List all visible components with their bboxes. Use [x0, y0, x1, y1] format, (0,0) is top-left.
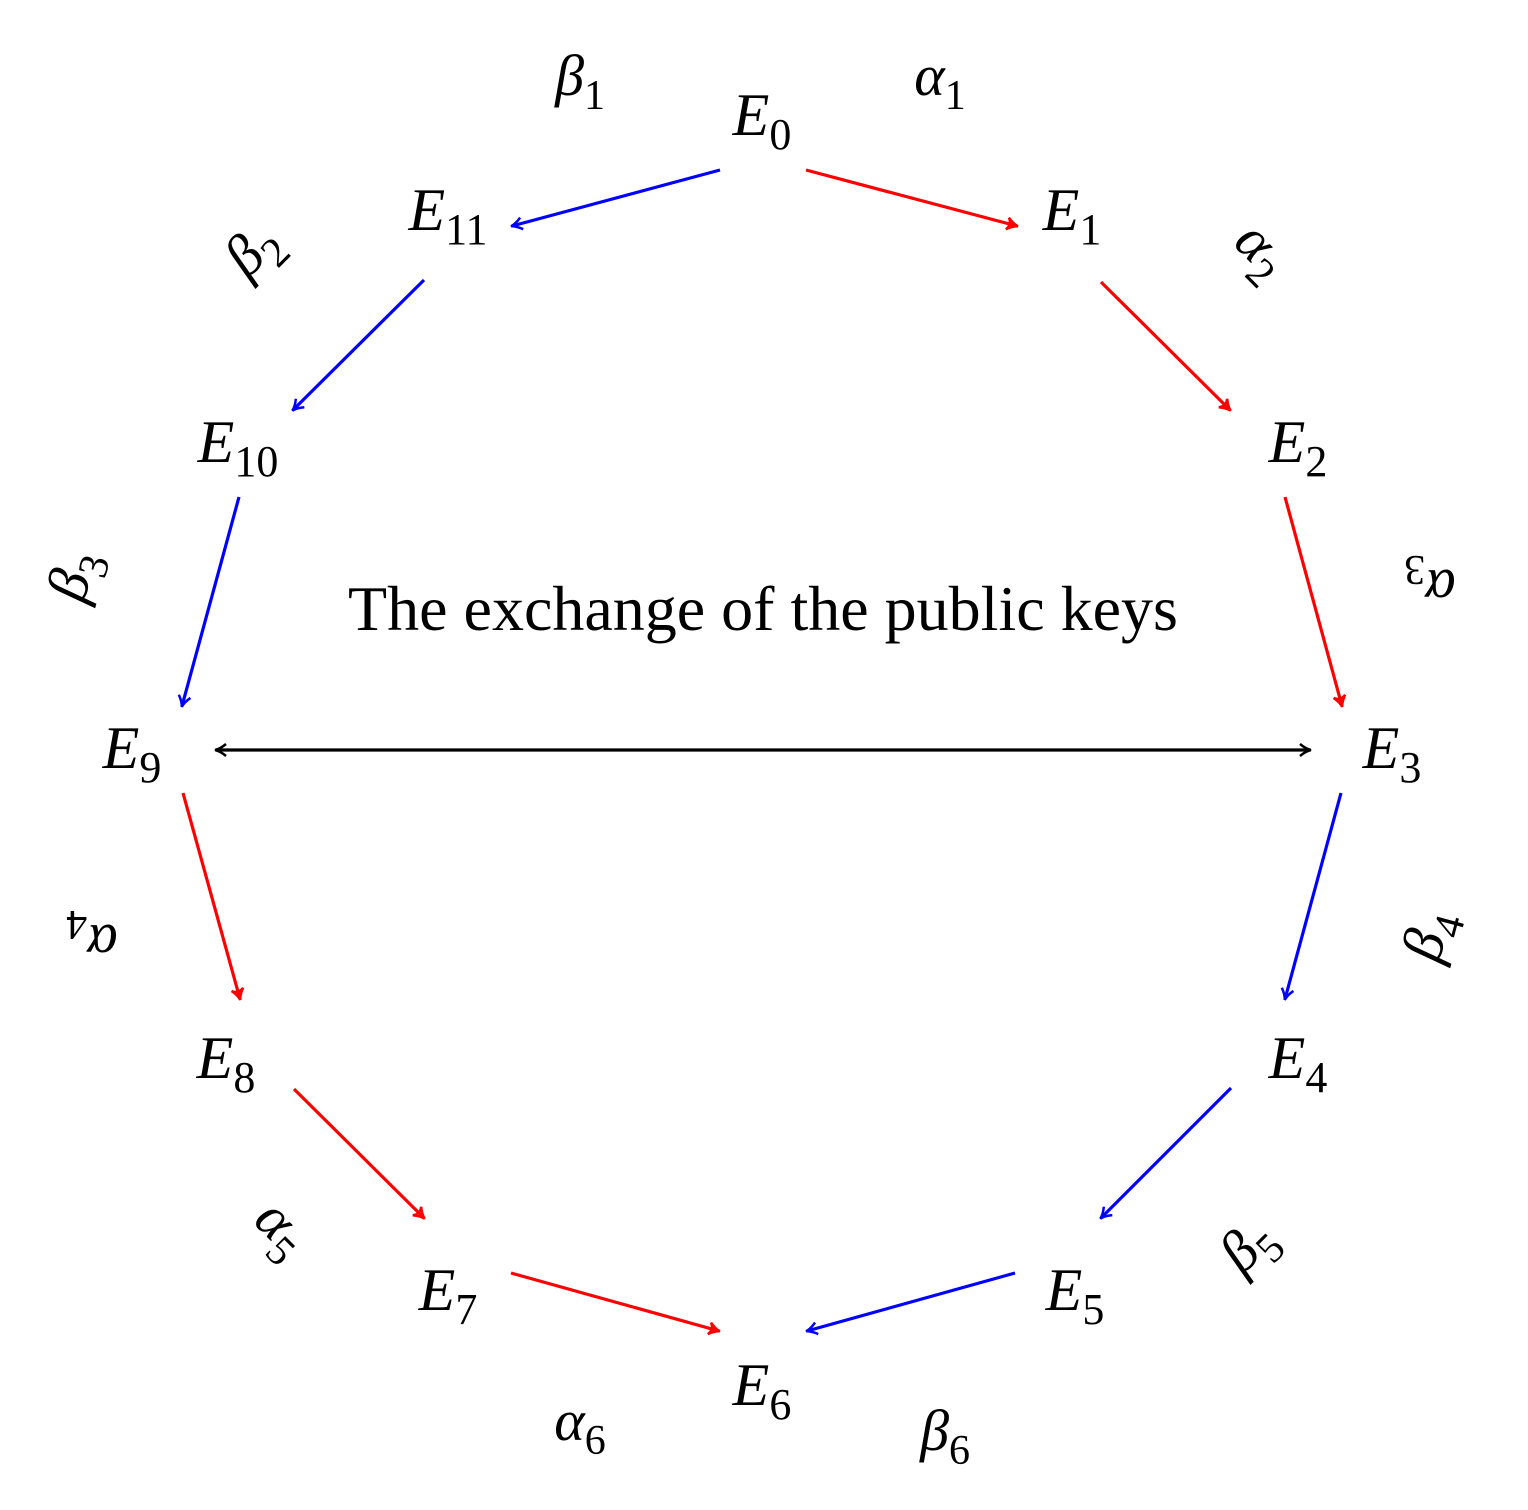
node-e7: E7 [418, 1257, 478, 1334]
node-e6: E6 [732, 1352, 792, 1429]
edge-label-symbol: β [554, 43, 584, 108]
node-e3: E3 [1362, 715, 1422, 792]
edge-e11-e10-arrow [291, 278, 426, 412]
edge-label-alpha-3: α3 [1404, 546, 1455, 622]
node-subscript: 7 [455, 1285, 477, 1334]
node-e4: E4 [1268, 1025, 1328, 1102]
edge-e1-e2-arrow [1099, 280, 1232, 412]
node-subscript: 11 [445, 205, 487, 254]
edge-label-alpha-1: α1 [914, 43, 965, 119]
edge-e7-e6-arrow [510, 1271, 721, 1336]
edge-label-subscript: 6 [949, 1428, 970, 1474]
node-symbol: E [102, 715, 140, 781]
edge-label-subscript: 1 [945, 73, 966, 119]
node-symbol: E [407, 177, 445, 243]
node-e2: E2 [1268, 409, 1328, 486]
node-symbol: E [732, 82, 770, 148]
node-e1: E1 [1042, 177, 1102, 254]
edge-label-beta-2: β2 [210, 208, 300, 298]
node-subscript: 2 [1305, 437, 1327, 486]
edge-e9-e8-arrow [181, 792, 245, 1001]
node-e11: E11 [407, 177, 487, 254]
node-symbol: E [1045, 1257, 1083, 1323]
edge-e5-e6-arrow [805, 1271, 1016, 1336]
edge-label-subscript: 1 [584, 73, 605, 119]
edge-label-alpha-2: α2 [1215, 207, 1305, 297]
edge-label-beta-5: β5 [1205, 1204, 1295, 1294]
node-subscript: 1 [1079, 205, 1101, 254]
edge-e2-e3-arrow [1283, 496, 1347, 708]
edge-label-alpha-5: α5 [235, 1185, 325, 1275]
edge-label-beta-6: β6 [919, 1398, 970, 1474]
node-symbol: E [418, 1257, 456, 1323]
edge-label-alpha-4: α4 [66, 901, 117, 977]
node-e0: E0 [732, 82, 792, 159]
edge-label-symbol: α [914, 43, 946, 108]
edge-label-symbol: α [86, 912, 118, 977]
node-e9: E9 [102, 715, 162, 792]
diagram-caption: The exchange of the public keys [348, 573, 1178, 644]
node-subscript: 3 [1399, 743, 1421, 792]
node-symbol: E [1268, 409, 1306, 475]
edge-label-subscript: 4 [66, 901, 87, 947]
edge-label-symbol: α [554, 1388, 586, 1453]
edge-label-alpha-6: α6 [554, 1388, 605, 1464]
node-symbol: E [732, 1352, 770, 1418]
edge-e0-e1-arrow [805, 168, 1019, 231]
edge-label-symbol: α [1424, 557, 1456, 622]
node-e10: E10 [197, 409, 279, 486]
node-e5: E5 [1045, 1257, 1105, 1334]
edge-e3-e4-arrow [1280, 792, 1343, 1001]
node-subscript: 8 [233, 1053, 255, 1102]
edge-label-beta-3: β3 [33, 542, 120, 611]
node-symbol: E [1362, 715, 1400, 781]
edge-e4-e5-arrow [1099, 1086, 1233, 1220]
node-subscript: 9 [139, 743, 161, 792]
node-subscript: 6 [769, 1380, 791, 1429]
edge-label-subscript: 6 [585, 1418, 606, 1464]
node-symbol: E [197, 409, 235, 475]
node-symbol: E [1042, 177, 1080, 243]
node-subscript: 0 [769, 110, 791, 159]
edge-label-symbol: β [919, 1398, 949, 1463]
edge-e10-e9-arrow [177, 496, 241, 708]
node-symbol: E [1268, 1025, 1306, 1091]
node-subscript: 5 [1082, 1285, 1104, 1334]
edge-e0-e11-arrow [510, 168, 721, 231]
edge-label-beta-4: β4 [1388, 902, 1475, 971]
edges-layer [177, 168, 1347, 1336]
node-symbol: E [196, 1025, 234, 1091]
edge-label-subscript: 3 [1404, 546, 1425, 592]
node-subscript: 4 [1305, 1053, 1327, 1102]
node-e8: E8 [196, 1025, 256, 1102]
edge-label-beta-1: β1 [554, 43, 605, 119]
node-subscript: 10 [234, 437, 278, 486]
edge-e8-e7-arrow [292, 1087, 426, 1220]
